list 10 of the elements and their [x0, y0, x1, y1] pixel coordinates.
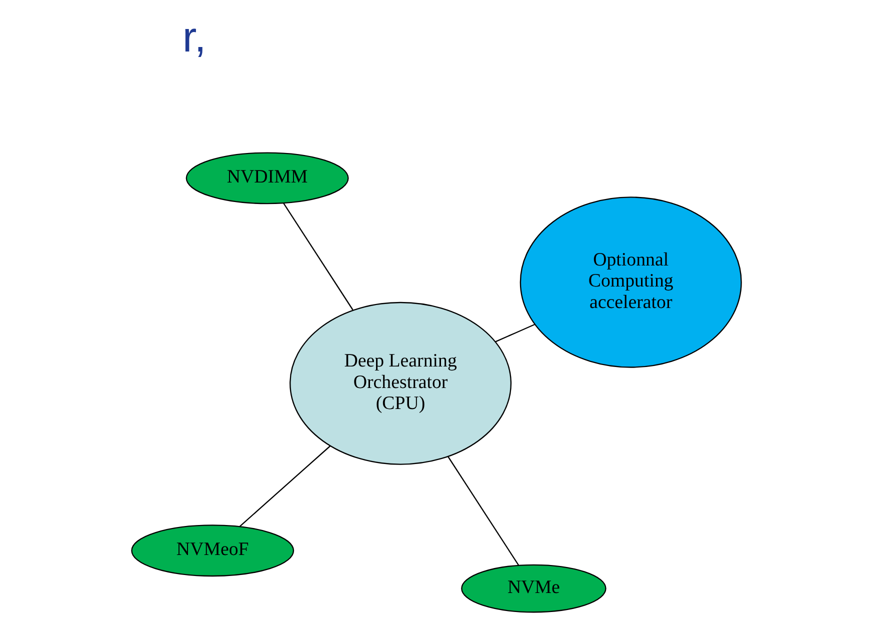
connector	[282, 203, 353, 310]
connector	[238, 446, 330, 527]
node-ellipse: Deep Learning Orchestrator (CPU)	[289, 302, 512, 465]
connector	[447, 456, 519, 566]
node-ellipse: NVDIMM	[185, 152, 348, 204]
label: r,	[182, 14, 206, 62]
node-ellipse: NVMe	[460, 564, 606, 613]
node-ellipse: NVMeoF	[130, 524, 294, 577]
connector	[494, 324, 534, 342]
node-ellipse: Optionnal Computing accelerator	[519, 196, 742, 368]
